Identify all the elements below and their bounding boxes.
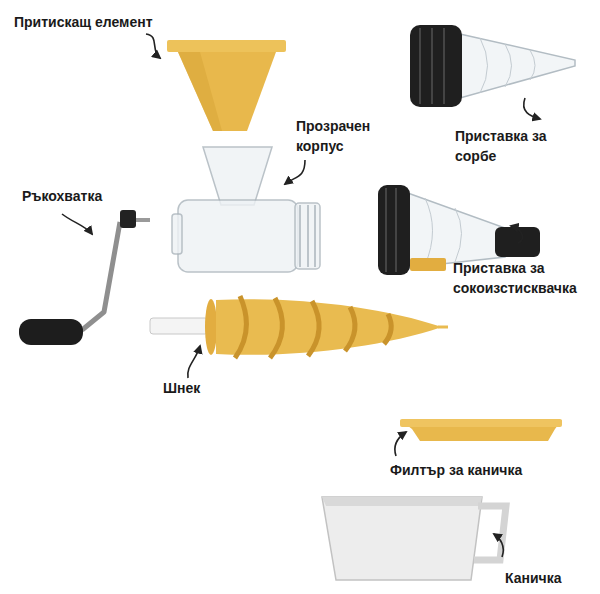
part-label: Приставка за сорбе (455, 126, 565, 166)
auger-part (150, 296, 448, 358)
part-label: Притискащ елемент (14, 12, 194, 32)
part-label: Ръкохватка (22, 186, 142, 206)
part-label: Филтър за каничка (390, 460, 570, 480)
sorbet-attachment (410, 25, 575, 107)
jug-part (322, 497, 506, 580)
crank-handle (19, 210, 150, 345)
transparent-body (172, 147, 320, 272)
jug-filter (400, 419, 562, 441)
part-label: Прозрачен корпус (296, 116, 386, 156)
part-label: Каничка (505, 568, 595, 588)
part-label: Приставка за сокоизстисквачка (453, 258, 593, 298)
pusher-part (167, 40, 286, 131)
part-label: Шнек (163, 378, 243, 398)
